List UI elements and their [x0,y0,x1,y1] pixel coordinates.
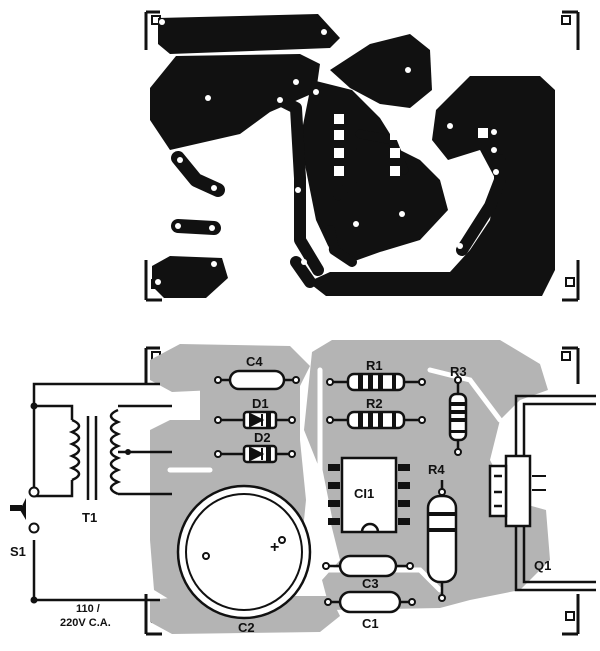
diode-d2 [214,444,296,464]
switch-s1 [10,486,40,534]
label-c4: C4 [246,354,263,369]
mains-junction-top [30,402,38,410]
copper-top-strip [158,14,340,54]
label-d2: D2 [254,430,271,445]
resistor-r3 [448,376,468,456]
label-r3: R3 [450,364,467,379]
label-r2: R2 [366,396,383,411]
capacitor-c1 [324,590,416,614]
label-mains-line1: 110 / [76,603,100,615]
transistor-q1 [488,394,596,592]
resistor-r1 [326,372,426,392]
mains-junction-bottom [30,596,38,604]
resistor-r2 [326,410,426,430]
label-c1: C1 [362,616,379,631]
label-c2: C2 [238,620,255,635]
copper-upper-left-block [150,54,320,150]
label-mains-line2: 220V C.A. [60,617,111,629]
component-layout: C4 D1 D2 R1 R2 R3 R4 CI1 T1 S1 C3 C1 C2 … [10,340,596,636]
label-q1: Q1 [534,558,551,573]
corner-bracket-low-right [562,594,580,636]
copper-bottom-left-pad [152,256,228,298]
label-plus: + [270,539,279,556]
label-c3: C3 [362,576,379,591]
copper-layout [144,10,580,302]
capacitor-c4 [214,369,300,391]
transformer-tap [125,449,131,455]
corner-bracket-mid-right [561,346,580,384]
ic-ci1 [328,456,410,534]
label-r4: R4 [428,462,445,477]
label-ci1: CI1 [354,486,374,501]
resistor-r4 [426,480,458,602]
transformer-t1 [68,408,122,500]
label-s1: S1 [10,544,26,559]
label-d1: D1 [252,396,269,411]
diode-d1 [214,410,296,430]
label-r1: R1 [366,358,383,373]
copper-drill-holes [155,19,499,285]
capacitor-c2 [176,484,312,620]
copper-center-block [330,34,432,108]
label-t1: T1 [82,510,97,525]
capacitor-c3 [322,554,414,578]
mains-wiring [32,382,172,602]
corner-bracket-bottom-right [562,260,580,302]
copper-traces [171,94,506,288]
corner-bracket-top-right [561,10,580,50]
